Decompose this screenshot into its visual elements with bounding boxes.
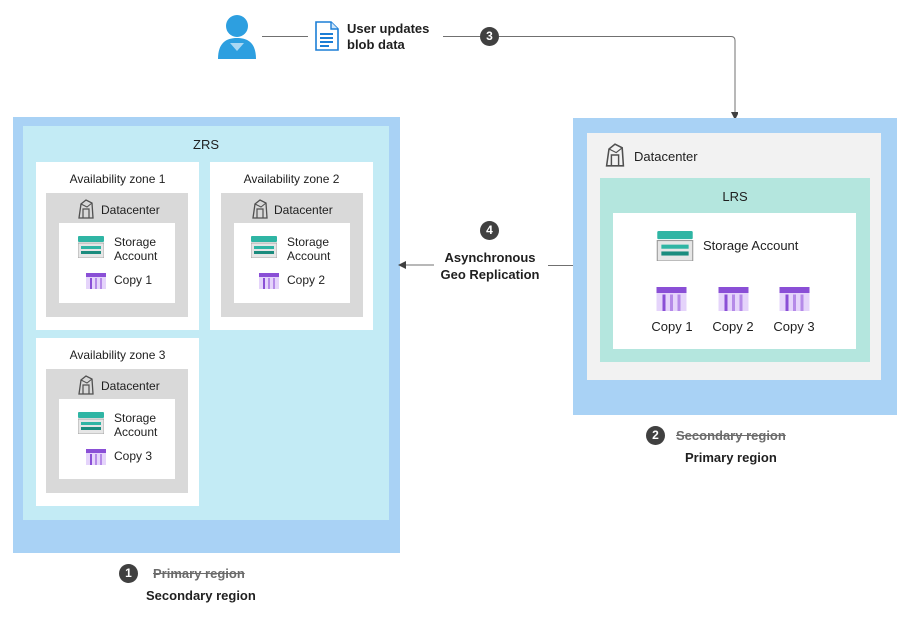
connector-path-to-right-region — [498, 30, 738, 122]
step-4-badge: 4 — [480, 221, 499, 240]
left-region-new-label: Secondary region — [146, 588, 256, 603]
storage-account-icon — [78, 236, 104, 258]
connector-line-user-doc — [262, 36, 308, 37]
datacenter-icon — [77, 199, 95, 219]
storage-account-icon — [656, 231, 694, 261]
right-datacenter-label: Datacenter — [634, 149, 698, 164]
user-updates-line2: blob data — [347, 37, 405, 52]
datacenter-icon — [604, 143, 626, 167]
availability-zone-3-label: Availability zone 3 — [69, 348, 166, 362]
blob-copy-icon — [86, 449, 106, 465]
zrs-title: ZRS — [193, 137, 219, 152]
storage-line1: Storage — [287, 235, 330, 249]
datacenter-label: Datacenter — [101, 379, 160, 393]
copy-label: Copy 2 — [287, 273, 326, 287]
step-3-badge: 3 — [480, 27, 499, 46]
user-updates-line1: User updates — [347, 21, 430, 36]
storage-line2: Account — [114, 425, 158, 439]
user-updates-label: User updates blob data — [347, 21, 429, 53]
blob-copy-icon — [259, 273, 279, 289]
copy-label: Copy 3 — [114, 449, 153, 463]
right-storage-box — [613, 213, 856, 349]
replication-line2: Geo Replication — [440, 267, 540, 282]
datacenter-icon — [251, 199, 269, 219]
datacenter-label: Datacenter — [274, 203, 333, 217]
replication-line-right — [548, 265, 573, 266]
blob-copy-icon — [779, 287, 810, 311]
storage-line2: Account — [287, 249, 331, 263]
datacenter-label: Datacenter — [101, 203, 160, 217]
storage-line2: Account — [114, 249, 158, 263]
blob-copy-icon — [86, 273, 106, 289]
right-region-old-label: Secondary region — [676, 428, 786, 443]
blob-copy-icon — [718, 287, 749, 311]
availability-zone-1-label: Availability zone 1 — [69, 172, 166, 186]
storage-account-icon — [251, 236, 277, 258]
right-copy-label-1: Copy 1 — [651, 319, 693, 334]
copy-label: Copy 1 — [114, 273, 153, 287]
step-1-badge: 1 — [119, 564, 138, 583]
storage-line1: Storage — [114, 235, 157, 249]
availability-zone-2-label: Availability zone 2 — [243, 172, 340, 186]
storage-label: Storage Account — [287, 235, 330, 263]
user-icon — [216, 13, 258, 59]
replication-arrow-left — [398, 260, 434, 270]
storage-label: Storage Account — [114, 235, 157, 263]
blob-copy-icon — [656, 287, 687, 311]
connector-line-label-step3 — [443, 36, 480, 37]
replication-line1: Asynchronous — [444, 250, 536, 265]
left-region-old-label: Primary region — [153, 566, 245, 581]
right-copy-label-3: Copy 3 — [773, 319, 815, 334]
document-icon — [315, 21, 339, 51]
right-copy-label-2: Copy 2 — [712, 319, 754, 334]
storage-line1: Storage — [114, 411, 157, 425]
right-region-new-label: Primary region — [685, 450, 777, 465]
datacenter-icon — [77, 375, 95, 395]
lrs-title: LRS — [722, 189, 748, 204]
storage-account-icon — [78, 412, 104, 434]
replication-label: Asynchronous Geo Replication — [430, 249, 550, 283]
storage-label: Storage Account — [114, 411, 157, 439]
step-2-badge: 2 — [646, 426, 665, 445]
right-storage-label: Storage Account — [703, 238, 799, 253]
